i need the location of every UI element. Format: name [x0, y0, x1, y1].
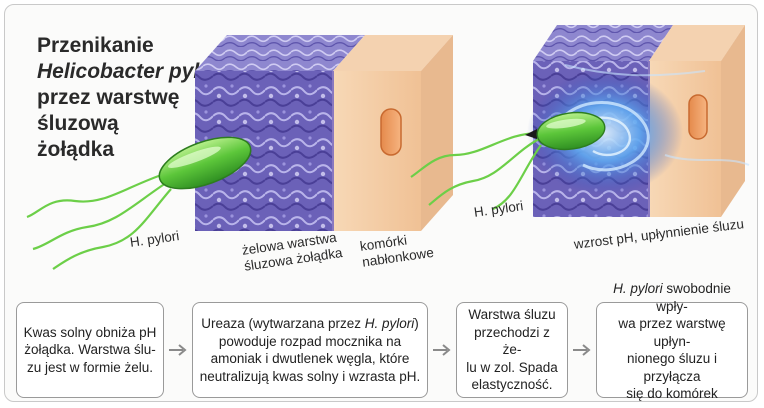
step-line: się do komórek nabłonka.: [603, 385, 741, 402]
step-box-4: H. pylori swobodnie wpły- wa przez warst…: [596, 302, 748, 398]
cell-nucleus: [381, 109, 401, 155]
cell-nucleus: [689, 95, 707, 139]
step-line: wa przez warstwę upłyn-: [603, 315, 741, 350]
left-tissue-block: [195, 35, 453, 231]
step-box-3: Warstwa śluzu przechodzi z że- lu w zol.…: [456, 302, 568, 398]
arrow-right-icon: [168, 343, 190, 357]
step-line: powoduje rozpad mocznika na: [200, 333, 421, 351]
arrow-right-icon: [432, 343, 454, 357]
species-name: H. pylori: [365, 316, 415, 331]
step-line: neutralizują kwas solny i wzrasta pH.: [200, 368, 421, 386]
flagellum: [27, 173, 167, 217]
mucus-layer-top: [533, 25, 673, 61]
species-name: H. pylori: [613, 281, 663, 296]
step-line: Kwas solny obniża pH: [24, 324, 157, 342]
step-line: Warstwa śluzu: [463, 306, 561, 324]
step-line: zu jest w formie żelu.: [24, 359, 157, 377]
step-line: nionego śluzu i przyłącza: [603, 350, 741, 385]
step-text: Ureaza (wytwarzana przez H. pylori) powo…: [200, 315, 421, 385]
step-text: H. pylori swobodnie wpły- wa przez warst…: [603, 280, 741, 402]
step-line: lu w zol. Spada: [463, 359, 561, 377]
step-line: H. pylori swobodnie wpły-: [603, 280, 741, 315]
step-line: przechodzi z że-: [463, 324, 561, 359]
figure-frame: Przenikanie Helicobacter pylori przez wa…: [4, 4, 758, 402]
arrow-right-icon: [572, 343, 594, 357]
step-text: Kwas solny obniża pH żołądka. Warstwa śl…: [24, 324, 157, 377]
step-box-2: Ureaza (wytwarzana przez H. pylori) powo…: [192, 302, 428, 398]
step-text: Warstwa śluzu przechodzi z że- lu w zol.…: [463, 306, 561, 394]
step-line: Ureaza (wytwarzana przez H. pylori): [200, 315, 421, 333]
step-line: amoniak i dwutlenek węgla, które: [200, 350, 421, 368]
step-box-1: Kwas solny obniża pH żołądka. Warstwa śl…: [16, 302, 164, 398]
step-line: elastyczność.: [463, 376, 561, 394]
step-line: żołądka. Warstwa ślu-: [24, 341, 157, 359]
epithelium-front: [333, 71, 421, 231]
